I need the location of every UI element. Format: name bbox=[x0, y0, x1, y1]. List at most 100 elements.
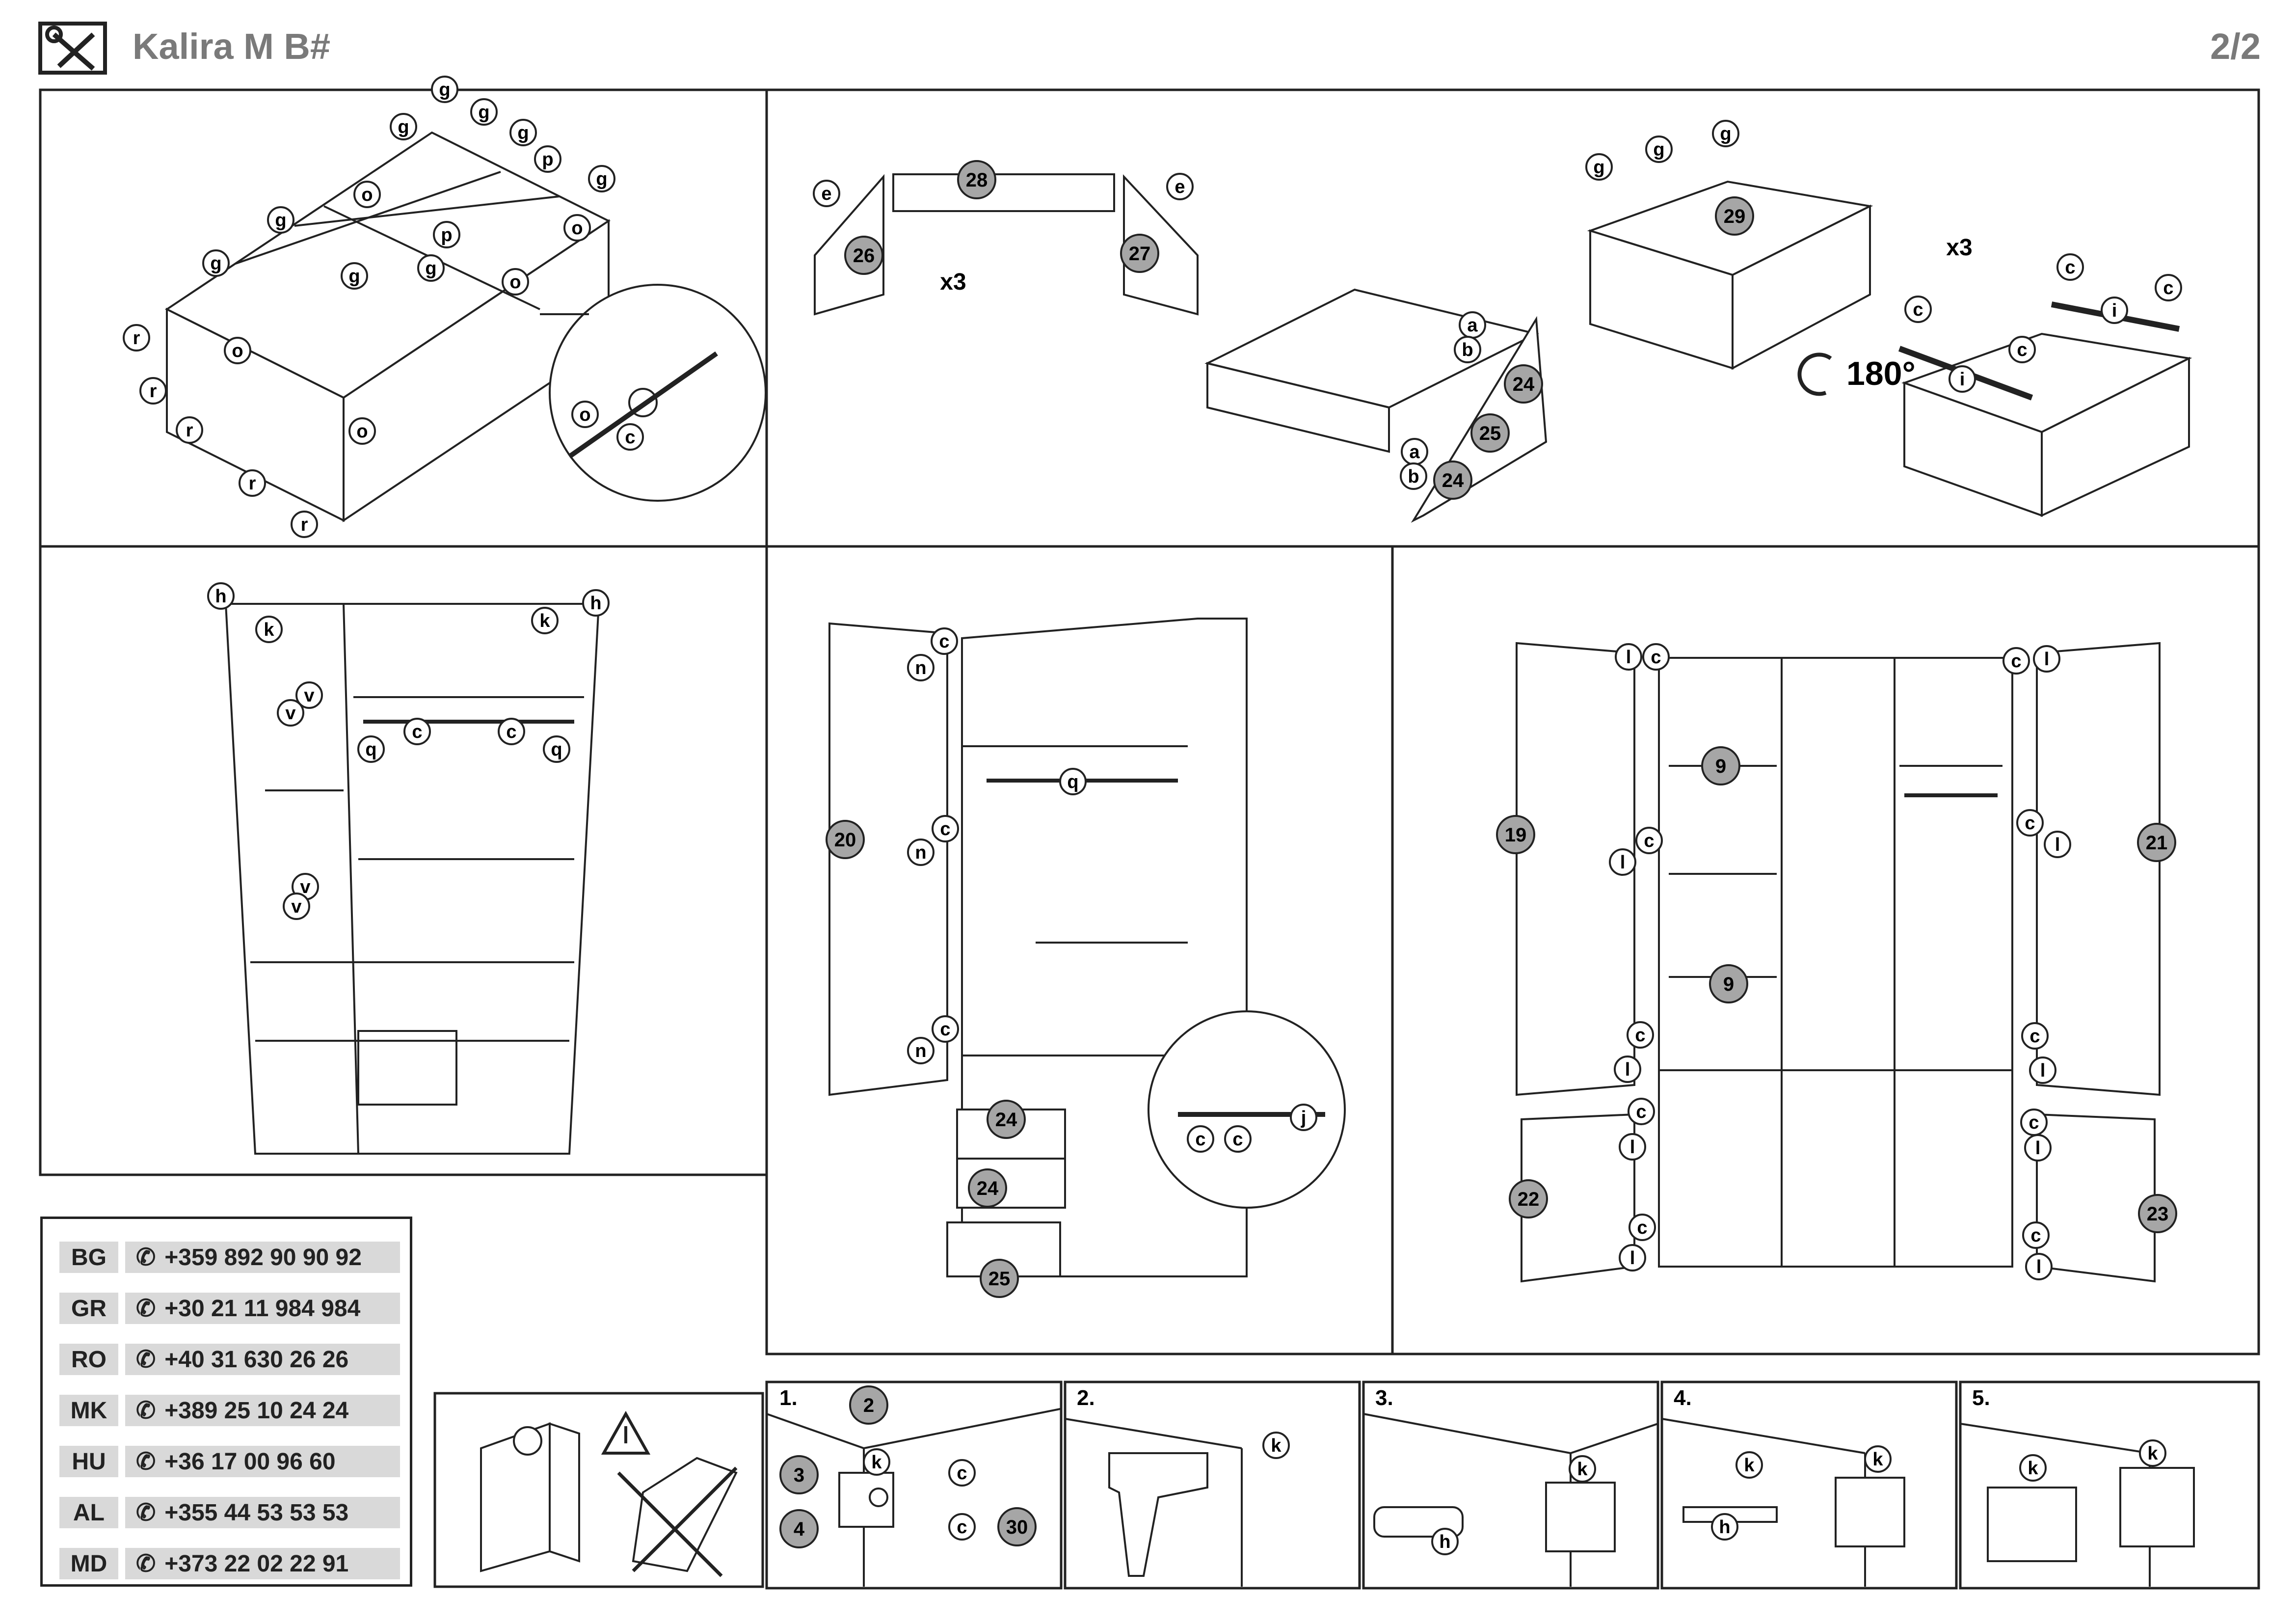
svg-text:r: r bbox=[133, 328, 140, 349]
country-code: AL bbox=[59, 1497, 118, 1528]
svg-text:p: p bbox=[441, 225, 452, 245]
svg-text:o: o bbox=[361, 185, 373, 205]
contact-row: HU ✆ +36 17 00 96 60 bbox=[59, 1446, 400, 1477]
svg-text:c: c bbox=[2025, 813, 2035, 834]
svg-text:c: c bbox=[2017, 340, 2027, 360]
svg-text:o: o bbox=[509, 272, 521, 293]
svg-text:29: 29 bbox=[1724, 206, 1746, 227]
part-badges: 28 26 27 24 25 24 29 20 24 24 25 9 9 19 … bbox=[779, 160, 2177, 1548]
svg-text:4: 4 bbox=[794, 1518, 805, 1540]
svg-text:o: o bbox=[356, 421, 368, 442]
country-code: HU bbox=[59, 1446, 118, 1477]
svg-text:24: 24 bbox=[1442, 470, 1464, 491]
rotation-label: 180° bbox=[1846, 355, 1916, 392]
svg-text:n: n bbox=[915, 658, 926, 678]
phone-entry: ✆+355 44 53 53 53 bbox=[125, 1497, 400, 1528]
svg-text:c: c bbox=[2029, 1112, 2039, 1133]
svg-text:a: a bbox=[1467, 315, 1478, 336]
svg-text:24: 24 bbox=[995, 1109, 1017, 1131]
svg-text:c: c bbox=[957, 1517, 967, 1538]
svg-text:l: l bbox=[2044, 649, 2050, 670]
hinge-steps-diagram bbox=[766, 1408, 2195, 1587]
svg-text:c: c bbox=[506, 722, 516, 742]
phone-number: +36 17 00 96 60 bbox=[164, 1448, 336, 1475]
svg-text:l: l bbox=[1630, 1248, 1635, 1269]
svg-text:l: l bbox=[2035, 1138, 2041, 1159]
svg-text:g: g bbox=[275, 210, 286, 231]
svg-text:o: o bbox=[571, 218, 583, 239]
svg-text:c: c bbox=[412, 722, 422, 742]
svg-text:g: g bbox=[1593, 157, 1604, 178]
contact-row: AL ✆+355 44 53 53 53 bbox=[59, 1497, 400, 1528]
svg-text:2: 2 bbox=[863, 1395, 874, 1416]
svg-text:c: c bbox=[940, 1019, 950, 1040]
svg-text:h: h bbox=[215, 586, 226, 607]
svg-text:g: g bbox=[398, 117, 409, 137]
phone-icon: ✆ bbox=[136, 1296, 156, 1322]
svg-text:r: r bbox=[249, 473, 256, 494]
wardrobe-doors-diagram bbox=[828, 618, 1346, 1277]
svg-text:e: e bbox=[1175, 177, 1185, 197]
svg-text:b: b bbox=[1462, 340, 1473, 360]
svg-text:g: g bbox=[596, 169, 607, 189]
svg-text:g: g bbox=[425, 258, 436, 279]
svg-text:n: n bbox=[915, 842, 926, 863]
svg-text:n: n bbox=[915, 1041, 926, 1061]
svg-text:27: 27 bbox=[1129, 243, 1151, 265]
phone-entry: ✆+373 22 02 22 91 bbox=[125, 1548, 400, 1579]
svg-text:g: g bbox=[210, 253, 221, 274]
contact-table: BG ✆+359 892 90 90 92 GR ✆+30 21 11 984 … bbox=[40, 1217, 412, 1587]
country-code: BG bbox=[59, 1242, 118, 1273]
carcass-top-diagram bbox=[165, 131, 767, 522]
svg-text:l: l bbox=[1630, 1137, 1635, 1158]
svg-text:9: 9 bbox=[1723, 974, 1734, 995]
phone-entry: ✆+389 25 10 24 24 bbox=[125, 1395, 400, 1426]
svg-text:e: e bbox=[821, 184, 831, 204]
svg-text:c: c bbox=[2029, 1026, 2040, 1047]
svg-text:q: q bbox=[365, 739, 376, 760]
svg-text:l: l bbox=[2036, 1257, 2042, 1277]
svg-text:g: g bbox=[1653, 139, 1664, 160]
svg-text:v: v bbox=[291, 896, 301, 917]
svg-text:c: c bbox=[1651, 647, 1661, 668]
contact-row: GR ✆+30 21 11 984 984 bbox=[59, 1293, 400, 1324]
drawer-box-multiplier: x3 bbox=[1946, 235, 1972, 261]
phone-icon: ✆ bbox=[136, 1500, 156, 1526]
contact-row: BG ✆+359 892 90 90 92 bbox=[59, 1242, 400, 1273]
svg-text:k: k bbox=[1577, 1459, 1588, 1480]
phone-entry: ✆+359 892 90 90 92 bbox=[125, 1242, 400, 1273]
svg-text:k: k bbox=[264, 620, 274, 640]
svg-text:c: c bbox=[2030, 1225, 2041, 1246]
svg-text:23: 23 bbox=[2147, 1203, 2169, 1225]
rotate-arrow-icon bbox=[1797, 352, 1832, 396]
svg-text:h: h bbox=[1719, 1517, 1730, 1538]
phone-number: +359 892 90 90 92 bbox=[164, 1244, 362, 1271]
svg-text:c: c bbox=[1637, 1218, 1647, 1238]
svg-text:l: l bbox=[1620, 852, 1626, 873]
svg-text:l: l bbox=[2055, 835, 2060, 855]
svg-text:r: r bbox=[186, 420, 193, 441]
phone-icon: ✆ bbox=[136, 1551, 156, 1577]
svg-text:k: k bbox=[1744, 1455, 1755, 1476]
phone-icon: ✆ bbox=[136, 1449, 156, 1475]
wardrobe-frame-diagram bbox=[224, 603, 600, 1155]
hardware-labels: g g g g g p o o g g g g p o o o r r r r … bbox=[123, 76, 2182, 1555]
drawer-box-diagram bbox=[1587, 180, 2192, 517]
svg-text:b: b bbox=[1408, 466, 1419, 487]
svg-text:30: 30 bbox=[1006, 1516, 1028, 1538]
svg-text:r: r bbox=[150, 381, 157, 402]
svg-text:25: 25 bbox=[1479, 423, 1501, 444]
svg-text:h: h bbox=[590, 593, 601, 614]
svg-text:k: k bbox=[1271, 1435, 1281, 1456]
svg-text:c: c bbox=[2163, 278, 2173, 298]
svg-text:k: k bbox=[2028, 1458, 2038, 1479]
svg-text:9: 9 bbox=[1715, 756, 1726, 777]
svg-text:v: v bbox=[300, 877, 310, 897]
svg-text:g: g bbox=[478, 102, 489, 123]
country-code: RO bbox=[59, 1344, 118, 1375]
svg-text:g: g bbox=[348, 266, 360, 287]
contact-row: MD ✆+373 22 02 22 91 bbox=[59, 1548, 400, 1579]
svg-text:c: c bbox=[1635, 1025, 1645, 1046]
phone-entry: ✆ +36 17 00 96 60 bbox=[125, 1446, 400, 1477]
svg-text:q: q bbox=[1067, 772, 1078, 792]
